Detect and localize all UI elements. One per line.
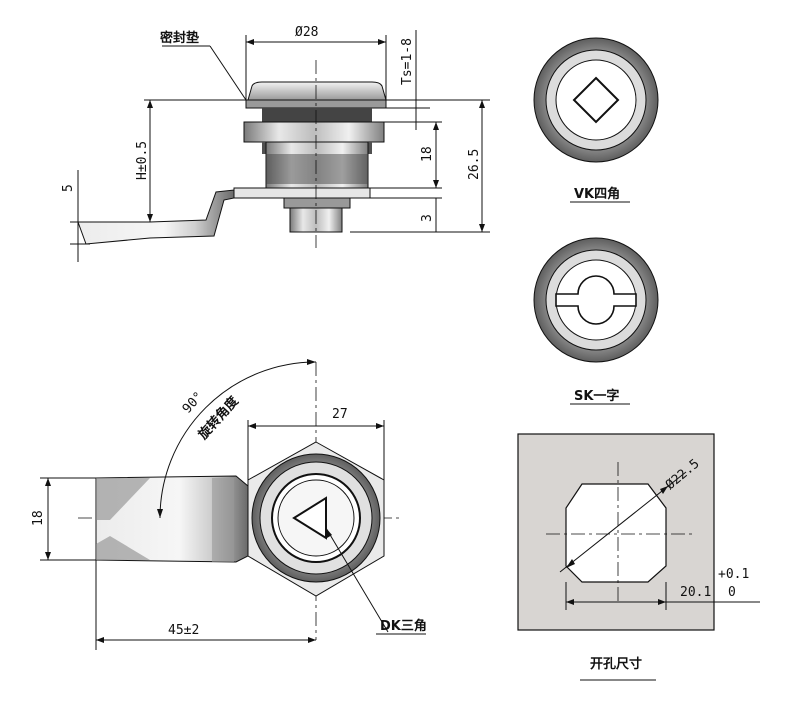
- dim-18-side: 18: [420, 146, 435, 162]
- dim-45: 45±2: [168, 623, 199, 638]
- dim-tol-upper: +0.1: [718, 567, 749, 582]
- dim-3: 3: [420, 214, 435, 222]
- slot-key-icon: [555, 275, 637, 325]
- sk-view: SK一字: [533, 237, 659, 405]
- label-seal-gasket: 密封垫: [159, 30, 199, 46]
- label-vk-square: VK四角: [574, 186, 620, 202]
- vk-view: VK四角: [533, 37, 659, 203]
- dim-26-5: 26.5: [467, 149, 482, 180]
- dim-h: H±0.5: [135, 141, 150, 180]
- triangle-key-icon: [292, 496, 327, 540]
- dim-20-1: 20.1: [680, 585, 711, 600]
- dim-tol-lower: 0: [728, 585, 736, 600]
- cutout-view: Ø22.5 20.1 +0.1 0 开孔尺寸: [517, 433, 760, 681]
- dim-dia28: Ø28: [295, 25, 318, 40]
- dim-27: 27: [332, 407, 348, 422]
- dim-5: 5: [61, 184, 76, 192]
- side-view: Ø28 Ts=1-8 26.5 18 3 H±0.5 5 密封垫: [61, 25, 490, 262]
- label-cutout-size: 开孔尺寸: [590, 656, 642, 672]
- dim-ts: Ts=1-8: [400, 38, 415, 85]
- label-sk-slot: SK一字: [574, 388, 619, 404]
- square-key-icon: [572, 76, 620, 124]
- rotation-degrees: 90°: [180, 389, 207, 416]
- front-view: 27 18 45±2 90° 旋转角度 DK三角: [31, 359, 427, 650]
- dim-18-front: 18: [31, 510, 46, 526]
- label-dk-triangle: DK三角: [380, 618, 427, 634]
